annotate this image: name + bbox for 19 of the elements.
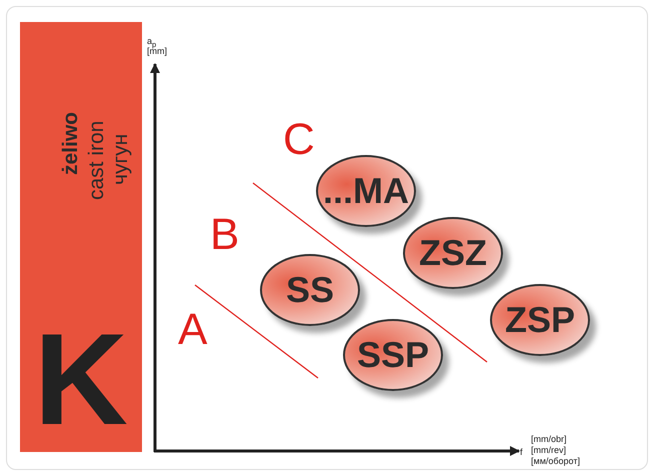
material-name: żeliwo bbox=[60, 112, 82, 175]
axis-label: a$_{p}$ bbox=[147, 36, 156, 49]
axis-unit: [mm] bbox=[147, 46, 167, 56]
material-band bbox=[20, 22, 142, 452]
axis-unit: [мм/оборот] bbox=[531, 456, 580, 466]
zone-letter: C bbox=[283, 118, 315, 162]
grade-ellipse: ...MA bbox=[316, 155, 416, 227]
axis-unit: [mm/rev] bbox=[531, 445, 566, 455]
axis-unit: [mm/obr] bbox=[531, 434, 567, 444]
grade-ellipse: ZSZ bbox=[403, 217, 503, 289]
zone-letter: A bbox=[178, 308, 208, 352]
material-name: чугун bbox=[110, 134, 132, 185]
grade-ellipse: SS bbox=[260, 254, 360, 326]
material-name: cast iron bbox=[86, 120, 108, 200]
grade-ellipse: SSP bbox=[343, 319, 443, 391]
group-letter: K bbox=[34, 314, 128, 444]
axis-label: f bbox=[520, 447, 523, 457]
grade-ellipse: ZSP bbox=[490, 284, 590, 356]
zone-letter: B bbox=[210, 213, 240, 257]
